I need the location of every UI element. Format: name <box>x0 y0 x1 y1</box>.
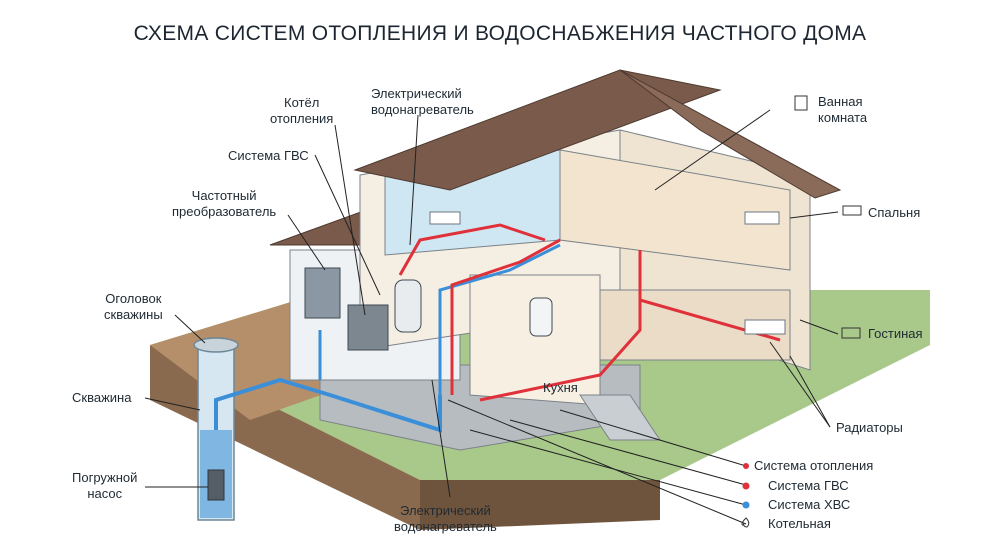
submersible-pump <box>207 469 225 501</box>
leader-dhw-legend <box>509 419 747 486</box>
cold-pipe-riser <box>438 243 561 395</box>
label-radiators: Радиаторы <box>836 420 903 435</box>
water-heater-tank <box>394 279 422 333</box>
leader-heater-bottom <box>431 379 451 498</box>
leader-boiler <box>334 124 366 316</box>
bath-icon <box>794 95 808 111</box>
label-living-room: Гостиная <box>868 326 923 341</box>
main-roof-left <box>353 69 722 191</box>
legend-dhw: Система ГВС <box>768 478 849 493</box>
leader-dhw <box>314 154 381 296</box>
soil-side <box>420 480 660 530</box>
leader-freq <box>287 214 326 271</box>
leader-heater-top <box>409 114 419 246</box>
legend-dot-dhw <box>742 482 750 490</box>
kitchen-room <box>469 274 601 406</box>
heating-boiler <box>347 304 389 351</box>
leader-radiators-1 <box>769 341 831 428</box>
hot-pipe-upper <box>398 223 546 276</box>
hot-pipe-riser <box>450 238 561 395</box>
label-well: Скважина <box>72 390 132 405</box>
leader-well <box>144 397 201 411</box>
leader-bath <box>654 109 771 191</box>
leader-living <box>799 319 839 335</box>
sofa-icon <box>841 327 861 339</box>
water-heater-kitchen <box>529 297 553 337</box>
label-kitchen: Кухня <box>543 380 578 395</box>
radiator-living <box>744 319 786 335</box>
page-title: СХЕМА СИСТЕМ ОТОПЛЕНИЯ И ВОДОСНАБЖЕНИЯ Ч… <box>133 22 867 45</box>
leader-cold-legend <box>469 429 747 506</box>
flame-icon <box>741 517 750 528</box>
frequency-converter <box>304 267 341 319</box>
legend-dot-cold <box>742 501 750 509</box>
leader-wellhead <box>174 314 206 344</box>
cold-pipe-well <box>214 377 442 433</box>
label-bedroom: Спальня <box>868 205 921 220</box>
heating-pipe-floor <box>479 250 642 402</box>
leader-radiators-2 <box>789 355 831 428</box>
label-dhw-system: Система ГВС <box>228 148 309 163</box>
wellhead <box>193 337 239 353</box>
legend-heating: Система отопления <box>754 458 874 473</box>
bedroom-room <box>559 149 791 271</box>
bed-icon <box>842 205 862 216</box>
radiator-bath <box>429 211 461 225</box>
legend-dot-heating <box>743 463 749 469</box>
legend-boilerroom: Котельная <box>768 516 831 531</box>
leader-bedroom <box>789 211 839 219</box>
legend-cold: Система ХВС <box>768 497 851 512</box>
radiator-bedroom <box>744 211 780 225</box>
main-roof-right <box>619 69 842 199</box>
leader-boilerroom <box>447 399 747 525</box>
leader-heating <box>559 409 747 467</box>
